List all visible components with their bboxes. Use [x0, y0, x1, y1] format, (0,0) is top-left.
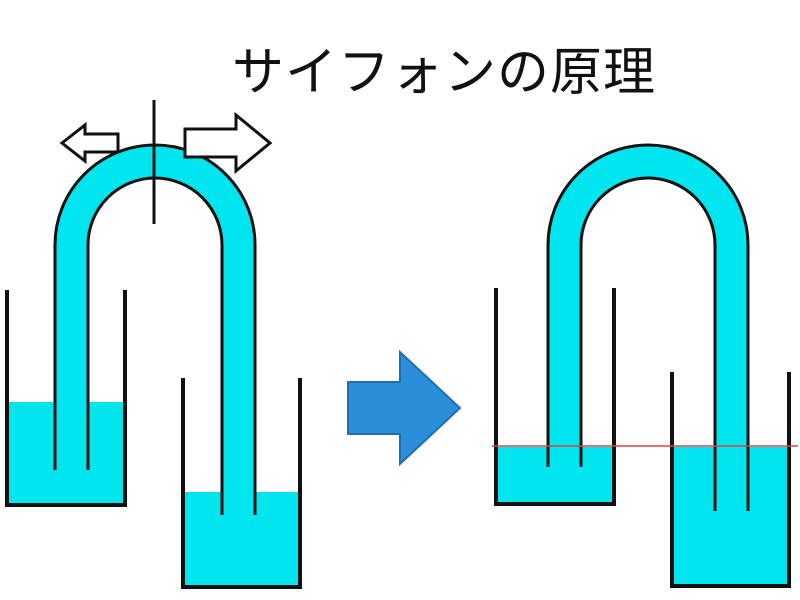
outline-arrow-right-icon [183, 111, 273, 175]
diagram-title: サイフォンの原理 [232, 43, 657, 103]
left-beaker [5, 290, 127, 507]
right-beaker [181, 378, 302, 589]
block-arrow-right-icon [347, 349, 462, 467]
after-siphon-tube-inner [579, 176, 717, 511]
after-left-beaker [494, 288, 616, 506]
before-scene [5, 100, 302, 589]
after-siphon-tube-outer [546, 143, 750, 511]
after-right-beaker [670, 372, 791, 588]
after-siphon-tube-water [548, 145, 748, 511]
after-scene [492, 143, 798, 588]
outline-arrow-left-icon [59, 121, 120, 165]
siphon-tube-water [55, 145, 255, 515]
